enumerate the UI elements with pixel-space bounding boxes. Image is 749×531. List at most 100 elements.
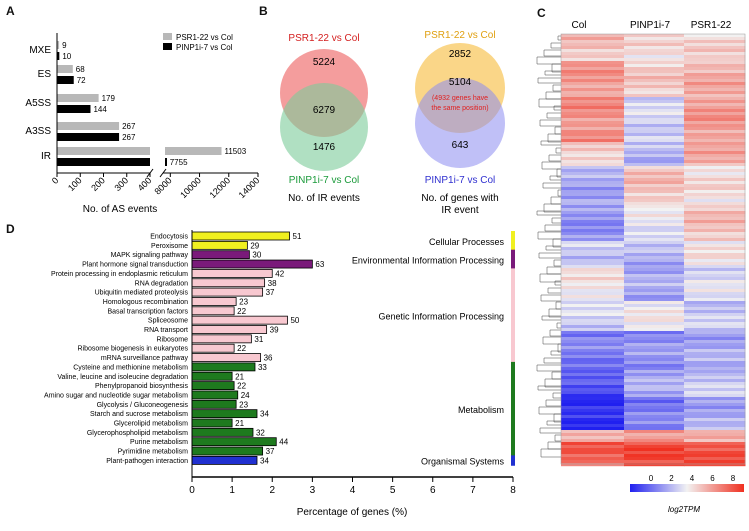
dendrogram-branch: [548, 308, 561, 318]
heatmap-cell: [561, 325, 625, 329]
heatmap-cell: [684, 418, 746, 422]
heatmap-cell: [684, 235, 746, 239]
heatmap-cell: [561, 127, 625, 131]
color-scale-tick: 8: [731, 474, 736, 483]
heatmap-cell: [561, 274, 625, 278]
heatmap-cell: [624, 346, 685, 350]
heatmap-cell: [684, 319, 746, 323]
heatmap-cell: [561, 136, 625, 140]
bar-value-label: 179: [102, 94, 116, 103]
dendrogram-branch: [537, 385, 561, 391]
heatmap-cell: [561, 445, 625, 449]
kegg-bar: [191, 343, 235, 353]
heatmap-cell: [624, 115, 685, 119]
heatmap-cell: [624, 286, 685, 290]
venn2-overlap: 5104: [449, 77, 472, 88]
category-label: A5SS: [25, 98, 51, 109]
heatmap-cell: [561, 460, 625, 464]
venn2-only-top: 2852: [449, 49, 472, 60]
kegg-bar: [191, 446, 264, 456]
group-label: Genetic Information Processing: [378, 312, 504, 322]
heatmap-cell: [561, 289, 625, 293]
heatmap-cell: [684, 331, 746, 335]
heatmap-cell: [684, 139, 746, 143]
heatmap-cell: [684, 91, 746, 95]
heatmap-cell: [561, 34, 625, 38]
venn2-only-bottom: 643: [452, 140, 469, 151]
heatmap-cell: [561, 277, 625, 281]
heatmap-cell: [561, 367, 625, 371]
heatmap-cell: [624, 394, 685, 398]
kegg-count-label: 37: [266, 447, 275, 456]
heatmap-cell: [561, 229, 625, 233]
group-label: Metabolism: [458, 405, 504, 415]
heatmap-cell: [624, 67, 685, 71]
dendrogram-branch: [555, 301, 561, 310]
heatmap-cell: [684, 190, 746, 194]
heatmap-cell: [684, 178, 746, 182]
heatmap-cell: [561, 172, 625, 176]
group-band: [511, 268, 515, 363]
heatmap-cell: [684, 295, 746, 299]
heatmap-cell: [624, 289, 685, 293]
heatmap-cell: [684, 262, 746, 266]
x-tick-label: 3: [310, 485, 316, 496]
group-band: [511, 249, 515, 270]
heatmap-cell: [684, 304, 746, 308]
heatmap-cell: [561, 124, 625, 128]
heatmap-cell: [561, 178, 625, 182]
dendrogram-branch: [553, 105, 561, 111]
heatmap-cell: [684, 142, 746, 146]
heatmap-cell: [624, 97, 685, 101]
heatmap-cell: [624, 190, 685, 194]
heatmap-cell: [684, 421, 746, 425]
heatmap-cell: [561, 292, 625, 296]
venn2-overlap-note: the same position): [431, 105, 488, 112]
color-scale-label: log2TPM: [668, 505, 700, 514]
heatmap-cell: [561, 211, 625, 215]
x-axis-title: No. of AS events: [83, 204, 158, 215]
heatmap-cell: [561, 169, 625, 173]
bar: [57, 65, 73, 73]
heatmap-cell: [684, 289, 746, 293]
heatmap-cell: [624, 127, 685, 131]
heatmap-cell: [624, 112, 685, 116]
dendrogram-branch: [540, 140, 561, 146]
kegg-count-label: 34: [260, 410, 269, 419]
kegg-bar: [191, 334, 252, 344]
heatmap-cell: [624, 448, 685, 452]
dendrogram-branch: [536, 210, 561, 216]
heatmap-cell: [624, 160, 685, 164]
heatmap-cell: [561, 316, 625, 320]
heatmap-cell: [561, 268, 625, 272]
heatmap-cell: [624, 451, 685, 455]
kegg-count-label: 50: [290, 316, 299, 325]
venn-ir-events: PSR1-22 vs Col 5224 6279 1476 PINP1i-7 v…: [280, 33, 368, 204]
heatmap-cell: [624, 196, 685, 200]
heatmap-cell: [684, 88, 746, 92]
heatmap-cell: [624, 223, 685, 227]
dendrogram-branch: [554, 280, 561, 286]
venn1-overlap: 6279: [313, 105, 336, 116]
heatmap-cell: [624, 331, 685, 335]
kegg-count-label: 24: [241, 391, 250, 400]
group-band: [511, 231, 515, 251]
heatmap-cell: [624, 400, 685, 404]
heatmap-cell: [561, 424, 625, 428]
heatmap-cell: [624, 352, 685, 356]
heatmap-cell: [561, 364, 625, 368]
heatmap-cell: [684, 442, 746, 446]
heatmap-cell: [561, 121, 625, 125]
heatmap-cell: [624, 85, 685, 89]
heatmap-cell: [561, 88, 625, 92]
heatmap-cell: [561, 214, 625, 218]
heatmap-cell: [684, 292, 746, 296]
kegg-term-label: Glycerophospholipid metabolism: [87, 430, 188, 437]
heatmap-cell: [624, 145, 685, 149]
heatmap-cell: [624, 457, 685, 461]
kegg-count-label: 36: [264, 354, 273, 363]
x-tick-label: 6: [430, 485, 436, 496]
heatmap-cell: [684, 232, 746, 236]
heatmap-cell: [561, 166, 625, 170]
heatmap-cell: [624, 178, 685, 182]
